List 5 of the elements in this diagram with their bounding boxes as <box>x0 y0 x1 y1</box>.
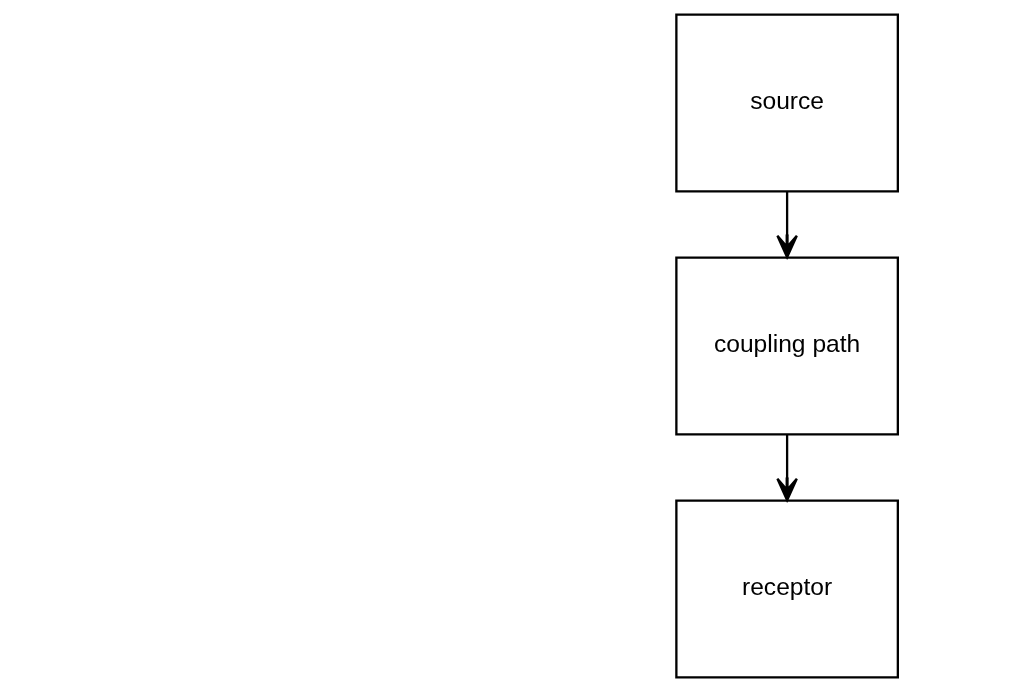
arrow <box>775 434 798 502</box>
arrow <box>775 191 798 259</box>
node-box: coupling path <box>674 256 899 436</box>
node-box: source <box>674 13 899 193</box>
node-box: receptor <box>674 499 899 679</box>
